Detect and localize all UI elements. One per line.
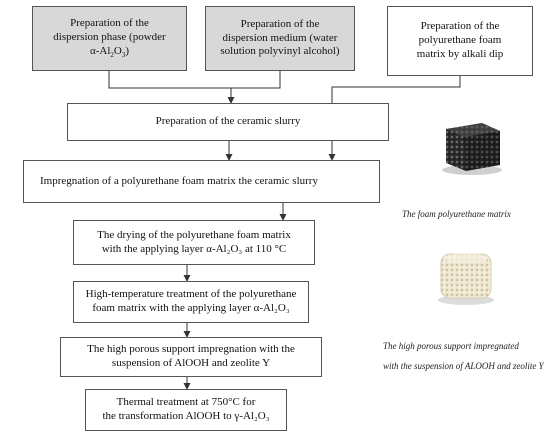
- high-temp-line1: High-temperature treatment of the polyur…: [85, 288, 297, 301]
- thermal-line1: Thermal treatment at 750°C for: [116, 396, 256, 409]
- drying-line1: The drying of the polyurethane foam matr…: [97, 228, 291, 241]
- dispersion-phase-line1: Preparation of the: [70, 17, 149, 30]
- support-impregnation-line1: The high porous support impregnation wit…: [87, 343, 295, 356]
- dispersion-medium-box: Preparation of the dispersion medium (wa…: [205, 6, 355, 71]
- arrow-phase-to-slurry: [108, 71, 231, 89]
- drying-line2: with the applying layer α-Al₂O₃ at 110 °…: [101, 242, 287, 255]
- black-foam-cube-icon: [442, 123, 502, 175]
- dispersion-phase-box: Preparation of the dispersion phase (pow…: [32, 6, 187, 71]
- dispersion-medium-line2: dispersion medium (water: [222, 31, 338, 44]
- foam-caption: The foam polyurethane matrix: [402, 209, 511, 219]
- thermal-treatment-box: Thermal treatment at 750°C for the trans…: [85, 389, 287, 431]
- high-temp-line2: foam matrix with the applying layer α-Al…: [92, 302, 290, 314]
- high-temperature-box: High-temperature treatment of the polyur…: [73, 281, 309, 323]
- dispersion-medium-line1: Preparation of the: [240, 17, 320, 30]
- dispersion-phase-formula: α-Al2O3): [89, 44, 130, 59]
- arrow-medium-to-slurry: [227, 71, 281, 104]
- white-porous-cube-icon: [438, 253, 494, 305]
- ceramic-slurry-box: Preparation of the ceramic slurry: [67, 103, 389, 141]
- ceramic-slurry-label: Preparation of the ceramic slurry: [155, 115, 301, 128]
- impregnation-label: Impregnation of a polyurethane foam matr…: [40, 174, 318, 187]
- dispersion-medium-line3: solution polyvinyl alcohol): [220, 45, 340, 58]
- foam-matrix-line3: matrix by alkali dip: [416, 47, 504, 60]
- dispersion-phase-line2: dispersion phase (powder: [53, 31, 166, 44]
- foam-matrix-box: Preparation of the polyurethane foam mat…: [387, 6, 533, 76]
- impregnation-box: Impregnation of a polyurethane foam matr…: [23, 160, 380, 203]
- support-impregnation-line2: suspension of AlOOH and zeolite Y: [111, 357, 271, 369]
- thermal-line2: the transformation AlOOH to γ-Al₂O₃: [102, 410, 270, 422]
- foam-matrix-line1: Preparation of the: [420, 20, 500, 33]
- support-impregnation-box: The high porous support impregnation wit…: [60, 337, 322, 377]
- drying-box: The drying of the polyurethane foam matr…: [73, 220, 315, 265]
- support-caption: The high porous support impregnated with…: [383, 341, 544, 371]
- foam-matrix-line2: polyurethane foam: [418, 34, 502, 47]
